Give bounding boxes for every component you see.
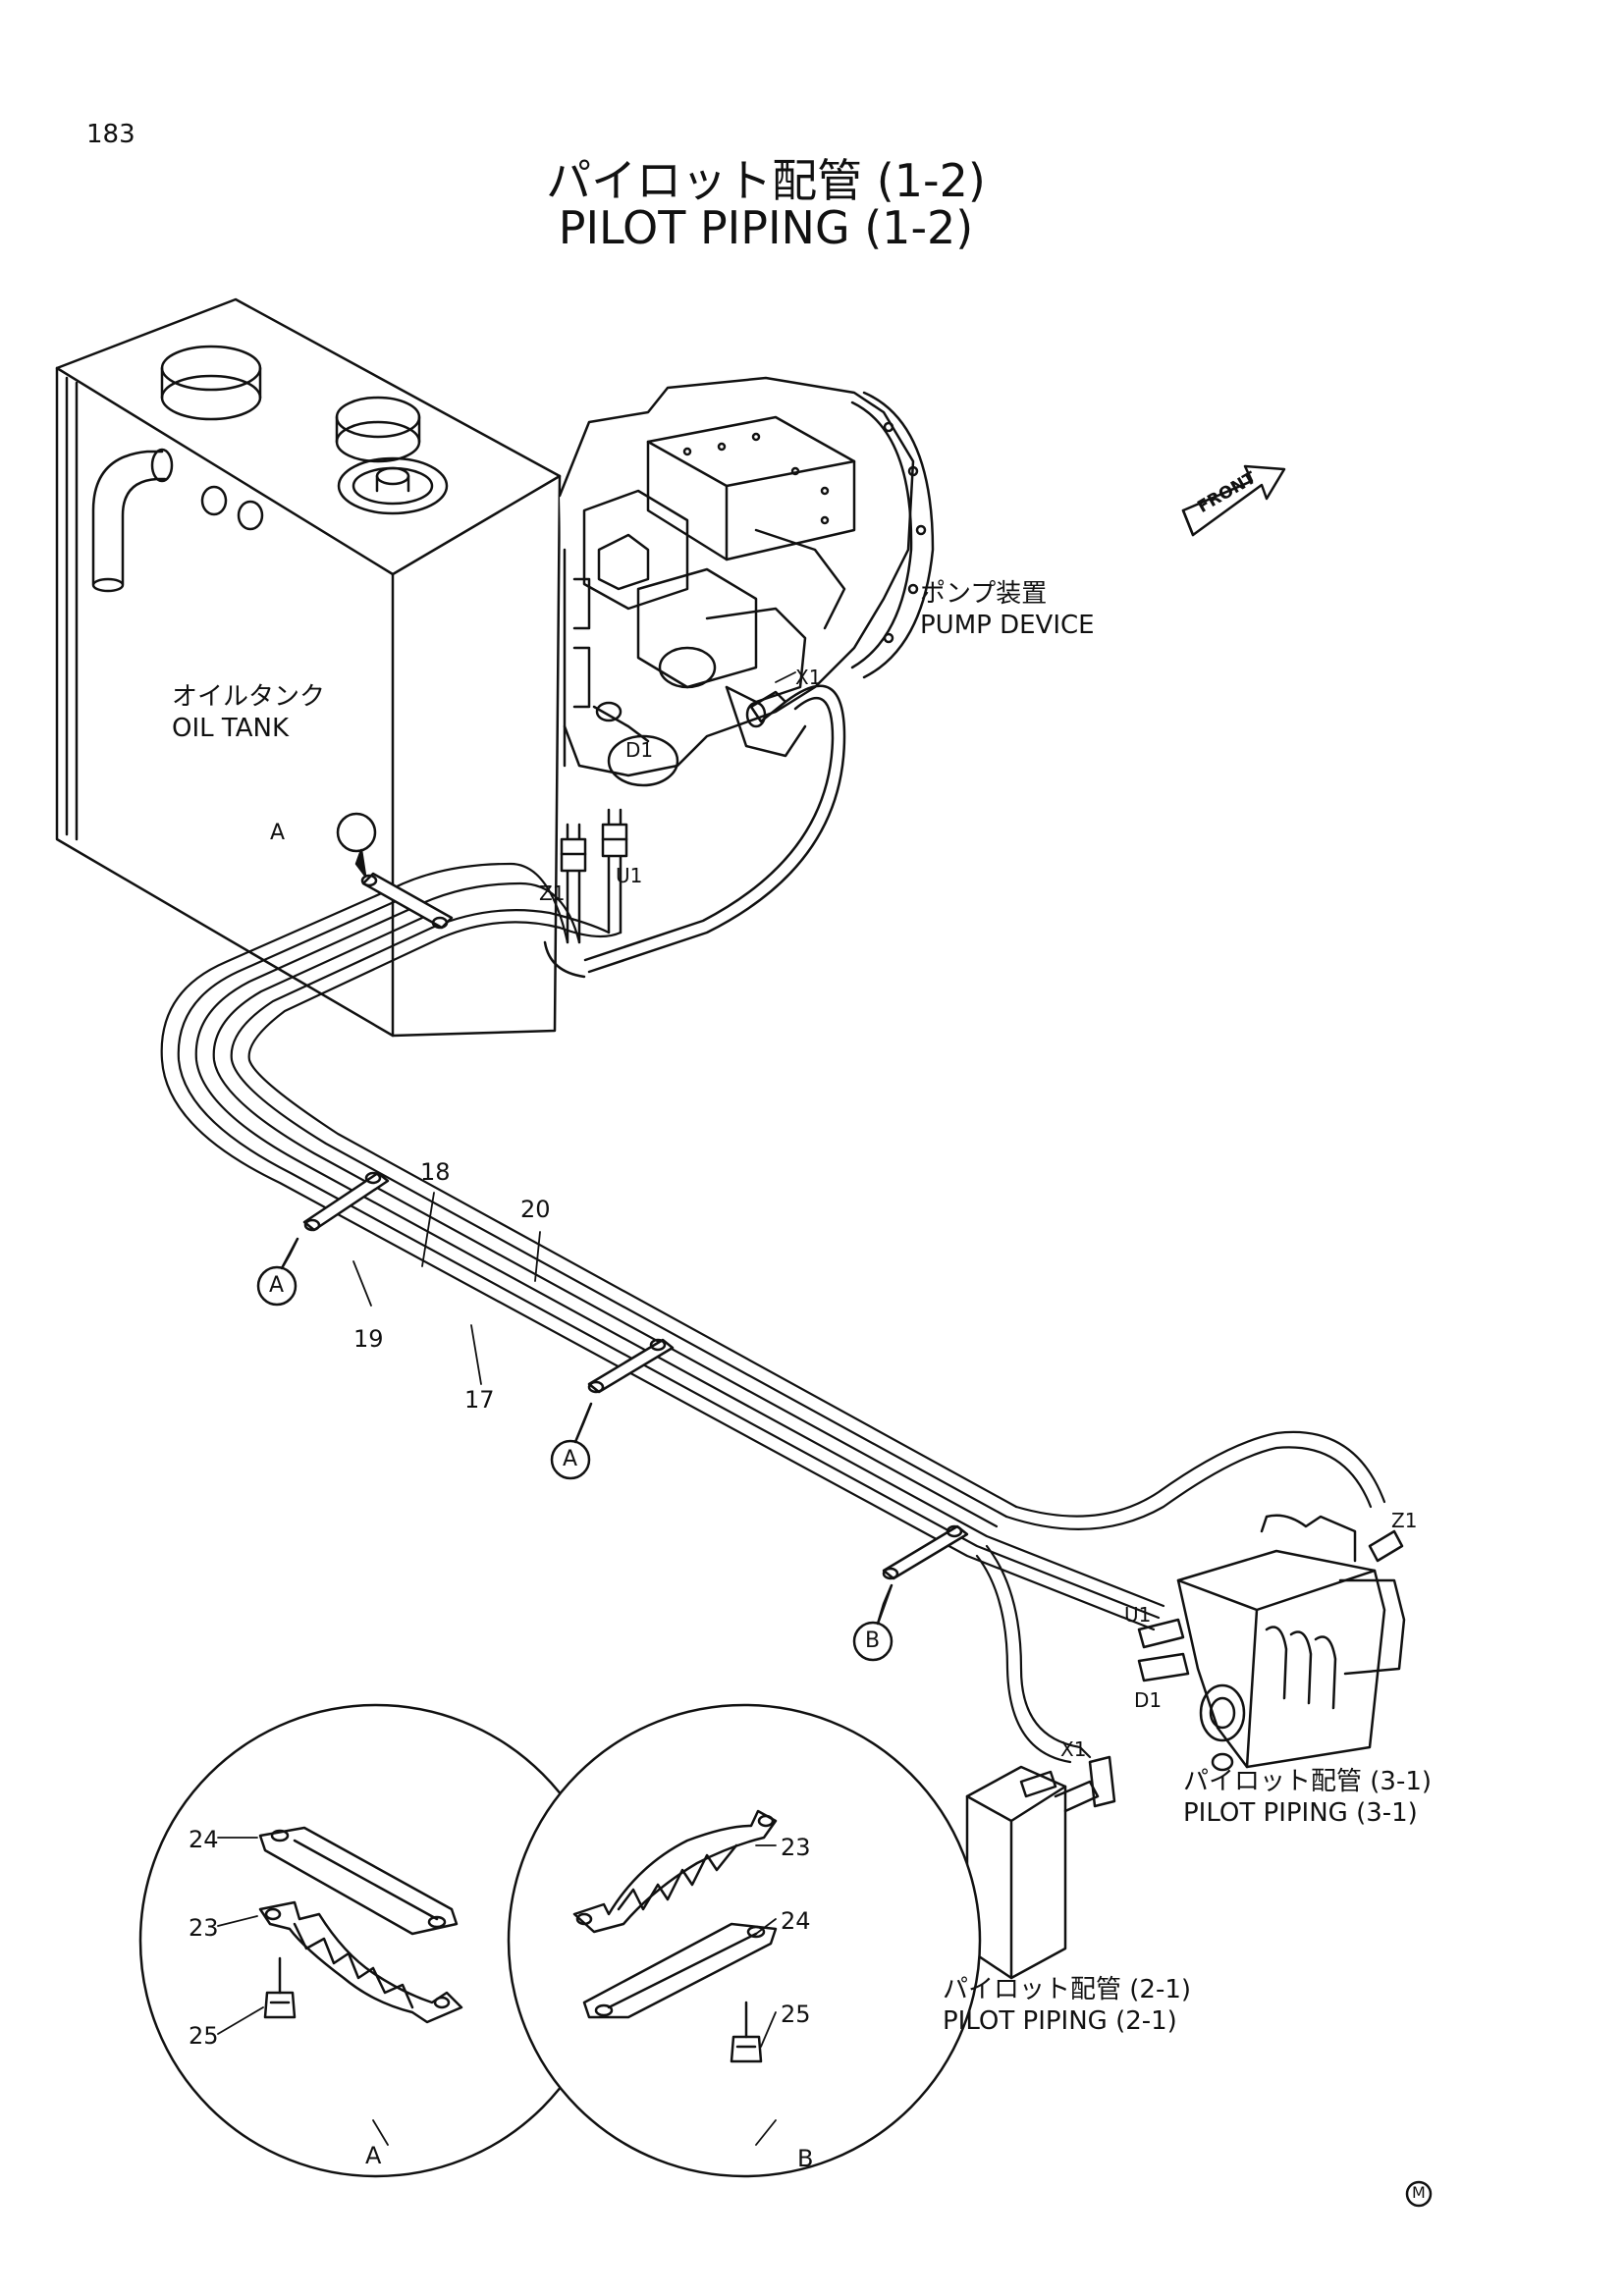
part-number-19: 19 [353, 1325, 384, 1353]
pilot-piping-2-1-label-jp: パイロット配管 (2-1) [943, 1975, 1192, 2004]
clamp-marker-mid [550, 1402, 593, 1480]
clamp-marker-left-label: A [269, 1273, 285, 1298]
clamp-right [882, 1524, 969, 1580]
oil-tank-label-jp: オイルタンク [172, 682, 326, 712]
port-d1-pump: D1 [625, 738, 654, 762]
pump-device-drawing [558, 376, 935, 787]
clamp-marker-right-label: B [865, 1629, 881, 1653]
port-x1-pump: X1 [795, 666, 822, 689]
clamp-left [302, 1171, 390, 1232]
pump-device-label-jp: ポンプ装置 [920, 579, 1048, 609]
clamp-marker-left [256, 1237, 299, 1307]
port-z1-valve: Z1 [1391, 1509, 1418, 1532]
page-number: 183 [86, 120, 135, 149]
oil-tank-drawing [55, 297, 562, 1038]
port-z1-pump: Z1 [539, 881, 566, 905]
pilot-piping-3-1-label-en: PILOT PIPING (3-1) [1183, 1798, 1418, 1828]
part-number-17: 17 [464, 1386, 495, 1414]
leader-lines [217, 671, 796, 2146]
clamp-marker-tank-label: A [270, 821, 286, 845]
detail-a-part-23: 23 [189, 1914, 219, 1942]
pilot-piping-2-1-label-en: PILOT PIPING (2-1) [943, 2006, 1177, 2036]
clamp-mid [587, 1338, 675, 1394]
detail-a-label: A [365, 2142, 382, 2169]
detail-a-part-24: 24 [189, 1826, 219, 1853]
port-x1-block: X1 [1060, 1737, 1087, 1761]
detail-b-label: B [797, 2145, 814, 2172]
clamp-tank [360, 872, 454, 930]
pump-device-label-en: PUMP DEVICE [920, 611, 1095, 640]
page-title-jp: パイロット配管 (1-2) [546, 154, 986, 207]
port-u1-pump: U1 [616, 864, 643, 887]
detail-b-part-25: 25 [781, 2001, 811, 2028]
port-u1-valve: U1 [1124, 1603, 1152, 1627]
detail-a-drawing [138, 1703, 614, 2178]
detail-b-part-24: 24 [781, 1907, 811, 1935]
clamp-marker-tank [336, 812, 377, 878]
footer-mark: M [1412, 2183, 1426, 2202]
part-number-18: 18 [420, 1158, 451, 1186]
pilot-pipe-bundle [160, 862, 1386, 1764]
page-title-en: PILOT PIPING (1-2) [558, 201, 974, 254]
front-arrow [1181, 464, 1286, 537]
part-number-20: 20 [520, 1196, 551, 1223]
clamp-marker-mid-label: A [563, 1447, 578, 1471]
pump-hoses [543, 684, 846, 979]
detail-b-drawing [507, 1703, 982, 2178]
detail-a-part-25: 25 [189, 2022, 219, 2050]
pilot-piping-3-1-label-jp: パイロット配管 (3-1) [1183, 1767, 1433, 1796]
detail-b-part-23: 23 [781, 1834, 811, 1861]
port-d1-valve: D1 [1134, 1688, 1163, 1712]
control-valve-drawing [1137, 1514, 1406, 1772]
footer-mark-circle [1405, 2180, 1433, 2208]
pilot-block-drawing [965, 1755, 1116, 1980]
clamp-marker-right [852, 1583, 893, 1662]
oil-tank-label-en: OIL TANK [172, 714, 290, 743]
